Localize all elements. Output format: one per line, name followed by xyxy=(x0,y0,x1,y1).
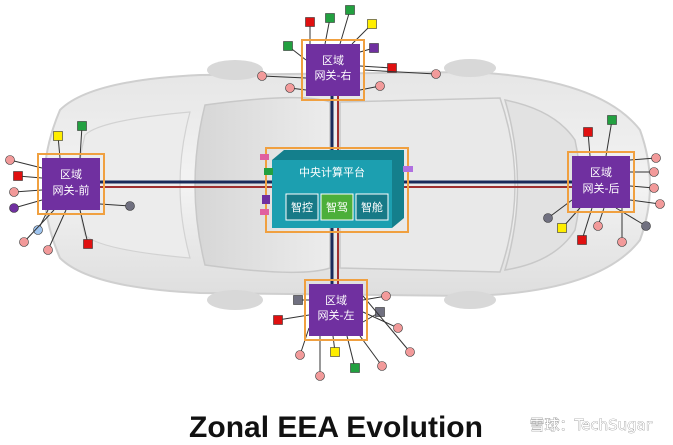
zone-label-line2: 网关-后 xyxy=(583,181,620,195)
sensor-lead xyxy=(23,209,55,243)
actuator-node xyxy=(325,13,335,23)
sensor-node xyxy=(405,347,415,357)
actuator-node xyxy=(369,43,379,53)
actuator-node xyxy=(77,121,87,131)
sensor-lead xyxy=(79,209,89,245)
actuator-node xyxy=(350,363,360,373)
sensor-node xyxy=(431,69,441,79)
sensor-lead xyxy=(47,209,67,251)
zone-label-line1: 区域 xyxy=(590,166,612,179)
actuator-node xyxy=(293,295,303,305)
sensor-node xyxy=(295,350,305,360)
zone-label-line1: 区域 xyxy=(325,294,347,307)
chip-cockpit xyxy=(355,193,389,221)
actuator-node xyxy=(83,239,93,249)
diagram-title: Zonal EEA Evolution xyxy=(189,411,483,444)
sensor-lead xyxy=(346,335,356,369)
central-compute-platform: 中央计算平台 智控 智驾 智舱 xyxy=(260,147,413,233)
sensor-node xyxy=(651,153,661,163)
actuator-node xyxy=(367,19,377,29)
connector-port xyxy=(262,195,270,204)
sensor-network xyxy=(5,5,665,381)
sensor-lead xyxy=(359,65,393,69)
sensor-node xyxy=(9,187,19,197)
sensor-node xyxy=(649,167,659,177)
sensor-lead xyxy=(363,69,437,75)
sensor-node xyxy=(655,199,665,209)
sensor-node xyxy=(315,371,325,381)
sensor-lead xyxy=(261,75,307,79)
actuator-node xyxy=(557,223,567,233)
zone-label-line2: 网关-左 xyxy=(318,308,355,322)
zone-gateway-left: 区域 网关-左 xyxy=(304,279,368,341)
actuator-node xyxy=(583,127,593,137)
sensor-lead xyxy=(79,125,83,159)
sensor-node xyxy=(617,237,627,247)
connector-port xyxy=(260,154,269,160)
sensor-node xyxy=(375,81,385,91)
actuator-node xyxy=(305,17,315,27)
sensor-node xyxy=(257,71,267,81)
sensor-node xyxy=(649,183,659,193)
sensor-node xyxy=(593,221,603,231)
zone-gateway-rear: 区域 网关-后 xyxy=(567,151,635,213)
sensor-node xyxy=(543,213,553,223)
zone-gateway-front: 区域 网关-前 xyxy=(37,153,105,215)
connector-port xyxy=(403,166,413,172)
actuator-node xyxy=(387,63,397,73)
sensor-node xyxy=(641,221,651,231)
chip-autodrive xyxy=(320,193,354,221)
actuator-node xyxy=(283,41,293,51)
chip-control xyxy=(285,193,319,221)
sensor-lead xyxy=(605,119,613,157)
sensor-lead xyxy=(277,314,310,321)
central-title: 中央计算平台 xyxy=(299,165,365,179)
actuator-node xyxy=(273,315,283,325)
sensor-node xyxy=(9,203,19,213)
sensor-node xyxy=(125,201,135,211)
sensor-node xyxy=(43,245,53,255)
sensor-lead xyxy=(362,311,399,329)
sensor-node xyxy=(285,83,295,93)
zone-label-line1: 区域 xyxy=(60,168,82,181)
chip-label: 智驾 xyxy=(326,200,348,214)
sensor-node xyxy=(33,225,43,235)
actuator-node xyxy=(330,347,340,357)
sensor-node xyxy=(393,323,403,333)
sensor-node xyxy=(5,155,15,165)
zone-gateway-right: 区域 网关-右 xyxy=(301,39,365,101)
chip-label: 智控 xyxy=(291,200,313,214)
actuator-node xyxy=(607,115,617,125)
zone-label-line2: 网关-右 xyxy=(315,68,352,82)
sensor-lead xyxy=(339,9,351,45)
watermark: 雪球：TechSugar xyxy=(529,416,652,434)
connector-port xyxy=(260,209,269,215)
sensor-node xyxy=(381,291,391,301)
chip-label: 智舱 xyxy=(361,200,383,214)
sensor-node xyxy=(377,361,387,371)
sensor-lead xyxy=(362,295,411,353)
actuator-node xyxy=(53,131,63,141)
zone-label-line1: 区域 xyxy=(322,54,344,67)
connector-port xyxy=(264,168,273,175)
actuator-node xyxy=(577,235,587,245)
actuator-node xyxy=(345,5,355,15)
sensor-lead xyxy=(9,159,43,169)
sensor-lead xyxy=(581,207,593,241)
actuator-node xyxy=(13,171,23,181)
zone-label-line2: 网关-前 xyxy=(53,183,90,197)
sensor-node xyxy=(19,237,29,247)
